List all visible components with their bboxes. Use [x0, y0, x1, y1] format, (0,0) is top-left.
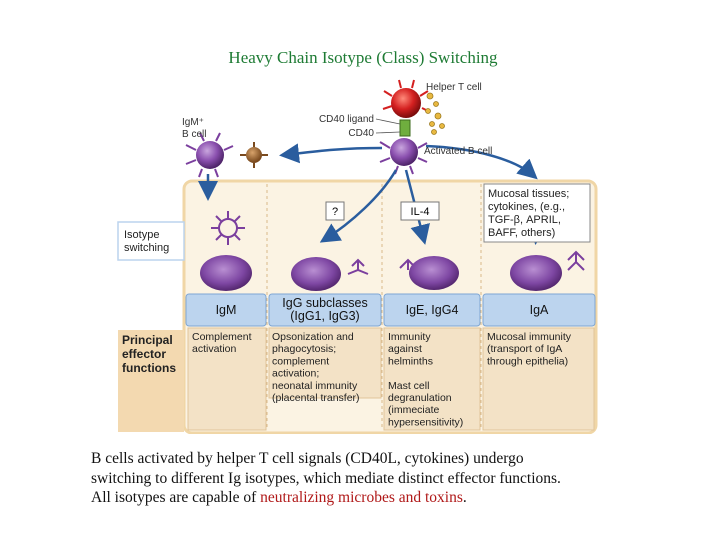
function-text-2-6: (immeciate [388, 404, 440, 416]
plasma-cells [200, 255, 562, 291]
isotype-header-row [185, 293, 596, 327]
isotype-label-2-0: IgE, IgG4 [406, 303, 459, 317]
slide-title: Heavy Chain Isotype (Class) Switching [228, 48, 498, 67]
activated-b-cell [379, 138, 428, 175]
function-text-3-2: through epithelia) [487, 355, 568, 367]
function-text-3-1: (transport of IgA [487, 343, 562, 355]
plasma-cell-igg [291, 257, 341, 291]
mucosal-line-3: BAFF, others) [488, 227, 555, 239]
mucosal-box: Mucosal tissues;cytokines, (e.g.,TGF-β, … [483, 183, 591, 243]
function-text-2-1: against [388, 343, 422, 355]
caption-line-3: All isotypes are capable of neutralizing… [91, 489, 467, 507]
function-text-2-0: Immunity [388, 331, 431, 343]
function-text-2-2: helminths [388, 355, 433, 367]
isotype-label-0-0: IgM [216, 303, 237, 317]
isotype-label-1-0: IgG subclasses [282, 296, 367, 310]
igm-b-cell-label-line-1: B cell [182, 129, 206, 140]
helper-t-cell-label: Helper T cell [426, 82, 482, 93]
principal-effector-line-2: functions [122, 361, 176, 375]
principal-effector-line-1: effector [122, 347, 166, 361]
igm-b-cell-label-line-0: IgM⁺ [182, 117, 204, 128]
igm-b-cell [185, 132, 268, 178]
cd40-pair [399, 119, 411, 137]
signal-unknown-label: ? [332, 206, 338, 218]
mucosal-line-1: cytokines, (e.g., [488, 201, 565, 213]
isotype-switching-line-1: switching [124, 242, 169, 254]
plasma-cell-igm [200, 255, 252, 291]
caption-line-1: B cells activated by helper T cell signa… [91, 450, 524, 467]
function-text-3-0: Mucosal immunity [487, 331, 572, 343]
cd40-label: CD40 [348, 128, 374, 139]
function-row [187, 327, 595, 431]
plasma-cell-ige [409, 256, 459, 290]
isotype-label-1-1: (IgG1, IgG3) [290, 309, 359, 323]
mucosal-line-2: TGF-β, APRIL, [488, 214, 561, 226]
function-text-1-5: (placental transfer) [272, 392, 360, 404]
plasma-cell-iga [510, 255, 562, 291]
signal-il4-label: IL-4 [411, 206, 430, 218]
function-text-2-4: Mast cell [388, 380, 429, 392]
igm-b-cell-label: IgM⁺B cell [182, 117, 206, 140]
mucosal-line-0: Mucosal tissues; [488, 188, 569, 200]
helper-t-cell [382, 79, 445, 135]
function-text-2-5: degranulation [388, 392, 452, 404]
function-text-2-7: hypersensitivity) [388, 416, 463, 428]
function-text-1-0: Opsonization and [272, 331, 354, 343]
isotype-switching-line-0: Isotype [124, 229, 159, 241]
function-text-1-2: complement [272, 355, 329, 367]
cd40-ligand-label: CD40 ligand [319, 114, 374, 125]
principal-effector-line-0: Principal [122, 333, 173, 347]
caption-highlight: neutralizing microbes and toxins [260, 489, 463, 507]
function-text-1-3: activation; [272, 368, 319, 380]
signal-box-il4: IL-4 [400, 201, 440, 221]
activated-b-cell-label: Activated B cell [424, 146, 492, 157]
caption: B cells activated by helper T cell signa… [91, 449, 661, 508]
function-text-1-1: phagocytosis; [272, 343, 336, 355]
function-text-0-0: Complement [192, 331, 252, 343]
function-text-1-4: neonatal immunity [272, 380, 358, 392]
column-dividers [266, 184, 482, 430]
caption-line-2: switching to different Ig isotypes, whic… [91, 469, 561, 487]
isotype-label-3-0: IgA [530, 303, 549, 317]
isotype-switching-diagram: ? IL-4 Mucosal tissues;cytokines, (e.g.,… [117, 79, 598, 434]
function-text-0-1: activation [192, 343, 237, 355]
signal-box-unknown: ? [325, 201, 345, 221]
